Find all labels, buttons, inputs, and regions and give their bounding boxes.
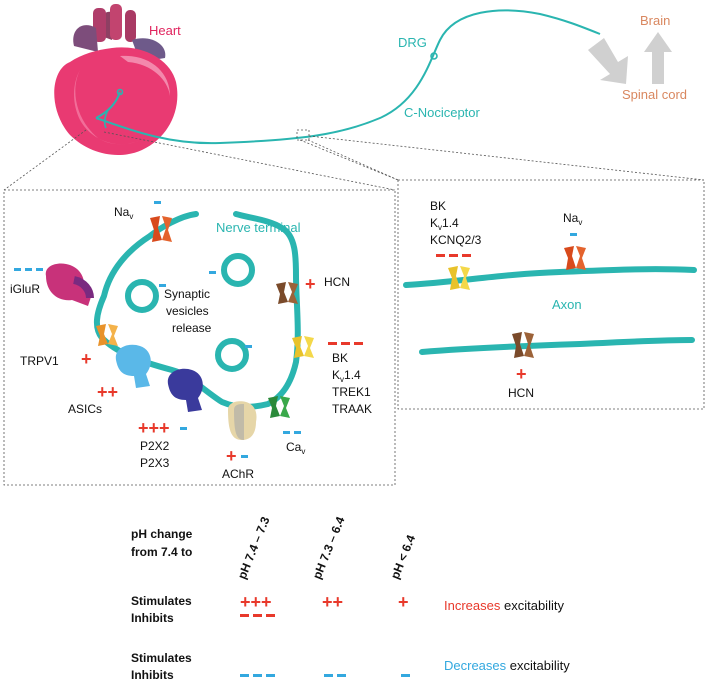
cav-inhibit-mark	[283, 431, 301, 434]
asics-label: ASICs	[68, 402, 102, 416]
axon-nav-inhibit-mark	[570, 233, 577, 236]
spinal-cord-label: Spinal cord	[622, 87, 687, 102]
cav-channel-icon	[268, 396, 290, 418]
nerve-terminal-membrane	[94, 211, 301, 410]
p2x-stimulate-mark: +++	[138, 418, 170, 438]
brain-label: Brain	[640, 13, 670, 28]
bk-inhibit-red-mark	[328, 342, 363, 345]
trpv1-channel-icon	[96, 324, 118, 346]
axon-kcnq-label: KCNQ2/3	[430, 233, 482, 247]
legend-inhibits-label: Inhibits	[131, 611, 174, 625]
legend-medium-stimulate-mark: ++	[322, 592, 343, 612]
trpv1-label: TRPV1	[20, 354, 59, 368]
p2x-receptor-icon	[167, 368, 203, 412]
legend-stimulates-label: Stimulates	[131, 594, 192, 608]
axon-hcn-label: HCN	[508, 386, 534, 400]
nav-label: Nav	[114, 205, 133, 221]
legend-strong-stimulate-mark: +++	[240, 592, 272, 612]
p2x-inhibit-mark	[180, 427, 187, 430]
synaptic-vesicle	[221, 253, 255, 287]
hcn-channel-icon	[276, 282, 298, 304]
axon-k-channel-icon	[448, 266, 470, 290]
legend: pH change from 7.4 to pH 7.4 – 7.3 pH 7.…	[131, 514, 570, 682]
p2x3-label: P2X3	[140, 456, 170, 470]
legend-weak-inhibit-blue-mark	[401, 674, 410, 677]
p2x2-label: P2X2	[140, 439, 170, 453]
achr-inhibit-mark	[241, 455, 248, 458]
kv-label: Kv1.4	[332, 368, 361, 384]
asics-channel-icon	[115, 344, 151, 388]
vesicle-inhibit-mark	[209, 271, 216, 274]
axon-hcn-channel-icon	[512, 332, 534, 358]
drg-soma	[430, 52, 438, 60]
legend-from-label: from 7.4 to	[131, 545, 192, 559]
axon-upper-membrane	[403, 266, 697, 288]
legend-stimulates2-label: Stimulates	[131, 651, 192, 665]
axon-hcn-stimulate-mark: +	[516, 364, 527, 384]
zoom-guides	[3, 129, 705, 191]
iglur-receptor-icon	[45, 263, 94, 306]
axon-lower-membrane	[419, 337, 695, 355]
arrow-to-spinal-cord-icon	[588, 38, 628, 84]
hcn-label: HCN	[324, 275, 350, 289]
traak-label: TRAAK	[332, 402, 372, 416]
synaptic-vesicle	[215, 338, 249, 372]
synaptic-label: Synaptic	[164, 287, 210, 301]
axon-panel	[397, 179, 705, 410]
legend-col2-header: pH 7.3 – 6.4	[310, 514, 348, 581]
trek1-label: TREK1	[332, 385, 371, 399]
legend-strong-inhibit-red-mark	[240, 614, 275, 617]
nav-inhibit-mark	[154, 201, 161, 204]
synaptic-vesicle	[125, 279, 159, 313]
legend-col1-header: pH 7.4 – 7.3	[235, 514, 273, 581]
legend-decreases-text: Decreases excitability	[444, 658, 570, 673]
vesicle-inhibit-mark	[159, 284, 166, 287]
legend-col3-header: pH < 6.4	[388, 533, 418, 582]
bk-channel-icon	[292, 336, 314, 358]
legend-inhibits2-label: Inhibits	[131, 668, 174, 682]
legend-ph-change-label: pH change	[131, 527, 193, 541]
nav-channel-icon	[150, 216, 172, 242]
nerve-terminal-panel	[3, 189, 396, 486]
legend-medium-inhibit-blue-mark	[324, 674, 346, 677]
cav-label: Cav	[286, 440, 305, 456]
axon-kv-label: Kv1.4	[430, 216, 459, 232]
axon-label: Axon	[552, 297, 582, 312]
heart-label: Heart	[149, 23, 181, 38]
achr-label: AChR	[222, 467, 254, 481]
iglur-inhibit-mark	[14, 268, 43, 271]
legend-weak-stimulate-mark: +	[398, 592, 409, 612]
nerve-terminal-label: Nerve terminal	[216, 220, 301, 235]
axon-nav-channel-icon	[564, 246, 586, 270]
legend-strong-inhibit-blue-mark	[240, 674, 275, 677]
legend-increases-text: Increases excitability	[444, 598, 564, 613]
axon-nav-label: Nav	[563, 211, 582, 227]
nociceptor-fiber	[95, 9, 601, 145]
iglur-label: iGluR	[10, 282, 40, 296]
drg-label: DRG	[398, 35, 427, 50]
axon-bk-inhibit-red-mark	[436, 254, 471, 257]
asics-stimulate-mark: ++	[97, 382, 118, 402]
hcn-stimulate-mark: +	[305, 274, 316, 294]
release-label: release	[172, 321, 212, 335]
c-nociceptor-label: C-Nociceptor	[404, 105, 481, 120]
vesicle-inhibit-mark	[245, 345, 252, 348]
achr-stimulate-mark: +	[226, 446, 237, 466]
achr-receptor-icon	[228, 401, 257, 440]
bk-label: BK	[332, 351, 348, 365]
arrow-to-brain-icon	[644, 32, 672, 84]
axon-bk-label: BK	[430, 199, 446, 213]
vesicles-label: vesicles	[166, 304, 209, 318]
trpv1-stimulate-mark: +	[81, 349, 92, 369]
